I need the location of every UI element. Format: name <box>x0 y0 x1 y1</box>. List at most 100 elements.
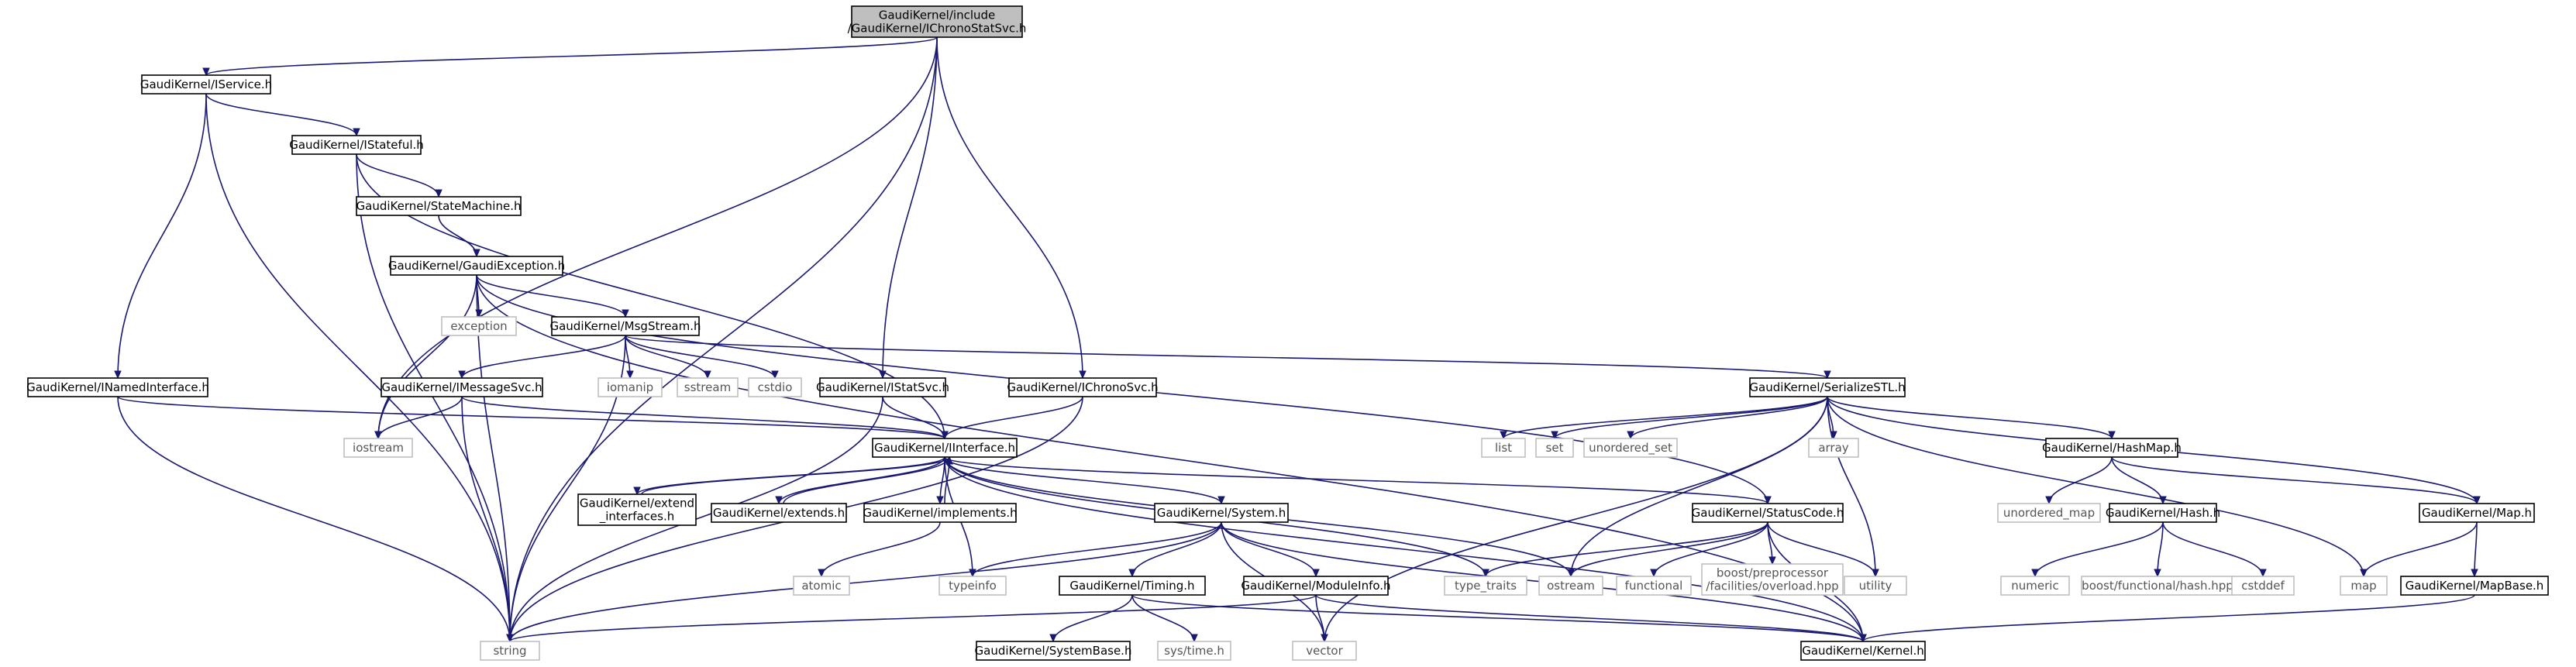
node-statuscode[interactable]: GaudiKernel/StatusCode.h <box>1692 503 1844 523</box>
arrowhead-msgstream-to-cstdio <box>771 370 779 380</box>
node-label-map_h-0: GaudiKernel/Map.h <box>2422 506 2532 520</box>
node-box-utility <box>1844 576 1907 596</box>
edge-mapbase-to-kernel <box>1862 594 2475 642</box>
node-label-typeinfo-0: typeinfo <box>949 579 997 593</box>
node-box-kernel <box>1800 641 1926 661</box>
node-mapbase[interactable]: GaudiKernel/MapBase.h <box>2400 576 2549 596</box>
edge-ichronosvc-to-iinterface <box>944 396 1083 439</box>
node-box-istatsvc <box>819 377 946 397</box>
node-functional: functional <box>1616 576 1692 596</box>
node-map_h[interactable]: GaudiKernel/Map.h <box>2419 503 2535 523</box>
node-box-map <box>2340 576 2388 596</box>
edge-root-to-istatsvc <box>882 36 938 379</box>
node-label-serializestl-0: GaudiKernel/SerializeSTL.h <box>1749 380 1905 394</box>
node-box-sstream <box>677 377 739 397</box>
node-timing[interactable]: GaudiKernel/Timing.h <box>1059 576 1206 596</box>
node-label-moduleinfo-0: GaudiKernel/ModuleInfo.h <box>1241 579 1390 593</box>
node-serializestl[interactable]: GaudiKernel/SerializeSTL.h <box>1749 377 1906 397</box>
node-label-unordered_map-0: unordered_map <box>2003 506 2095 521</box>
node-box-unordered_map <box>1997 503 2101 523</box>
arrowhead-hashmap-to-map_h <box>2473 496 2481 505</box>
node-implements[interactable]: GaudiKernel/implements.h <box>863 503 1018 523</box>
node-boost_overload: boost/preprocessor/facilities/overload.h… <box>1701 563 1844 596</box>
node-gaudiexception[interactable]: GaudiKernel/GaudiException.h <box>388 256 565 276</box>
arrowhead-iinterface-to-statuscode <box>1764 496 1772 505</box>
edge-system-to-timing <box>1131 521 1222 577</box>
node-system[interactable]: GaudiKernel/System.h <box>1154 503 1289 523</box>
node-ichronosvc[interactable]: GaudiKernel/IChronoSvc.h <box>1007 377 1159 397</box>
node-string: string <box>480 641 540 661</box>
node-label-cstdio-0: cstdio <box>758 380 793 394</box>
node-box-string <box>480 641 540 661</box>
arrowhead-implements-to-atomic <box>818 569 825 578</box>
node-box-hashmap <box>2045 438 2178 458</box>
node-extend_interfaces[interactable]: GaudiKernel/extend_interfaces.h <box>577 493 697 526</box>
edge-timing-to-systembase <box>1052 594 1133 642</box>
arrowhead-statuscode-to-type_traits <box>1482 569 1489 578</box>
node-inamedinterface[interactable]: GaudiKernel/INamedInterface.h <box>26 377 209 397</box>
arrowhead-root-to-iservice <box>202 67 210 77</box>
node-hash[interactable]: GaudiKernel/Hash.h <box>2106 503 2220 523</box>
node-box-type_traits <box>1444 576 1527 596</box>
dependency-edges <box>114 36 2481 643</box>
node-istateful[interactable]: GaudiKernel/IStateful.h <box>289 135 424 155</box>
node-iinterface[interactable]: GaudiKernel/IInterface.h <box>872 438 1018 458</box>
node-box-atomic <box>793 576 850 596</box>
arrowhead-statemachine-to-gaudiexception <box>473 249 480 258</box>
edge-iinterface-to-system <box>944 456 1222 504</box>
node-label-systembase-0: GaudiKernel/SystemBase.h <box>975 644 1132 658</box>
node-moduleinfo[interactable]: GaudiKernel/ModuleInfo.h <box>1241 576 1391 596</box>
node-imessagesvc[interactable]: GaudiKernel/IMessageSvc.h <box>381 377 543 397</box>
arrowhead-serializestl-to-set <box>1551 431 1558 440</box>
node-box-unordered_set <box>1583 438 1678 458</box>
node-istatsvc[interactable]: GaudiKernel/IStatSvc.h <box>816 377 949 397</box>
node-kernel[interactable]: GaudiKernel/Kernel.h <box>1800 641 1926 661</box>
node-label-sys_time-0: sys/time.h <box>1164 644 1224 658</box>
node-label-array-0: array <box>1818 441 1848 455</box>
node-systembase[interactable]: GaudiKernel/SystemBase.h <box>975 641 1132 661</box>
node-extends[interactable]: GaudiKernel/extends.h <box>711 503 847 523</box>
node-unordered_map: unordered_map <box>1997 503 2101 523</box>
arrowhead-iservice-to-inamedinterface <box>114 370 122 380</box>
node-box-extend_interfaces <box>577 493 697 526</box>
arrowhead-iinterface-to-implements <box>936 496 944 505</box>
arrowhead-map_h-to-mapbase <box>2471 569 2478 578</box>
edge-iservice-to-inamedinterface <box>117 93 207 379</box>
node-iservice[interactable]: GaudiKernel/IService.h <box>140 74 272 95</box>
arrowhead-serializestl-to-unordered_set <box>1627 431 1634 440</box>
node-msgstream[interactable]: GaudiKernel/MsgStream.h <box>549 316 701 336</box>
node-unordered_set: unordered_set <box>1583 438 1678 458</box>
node-statemachine[interactable]: GaudiKernel/StateMachine.h <box>356 196 522 216</box>
node-cstdio: cstdio <box>748 377 802 397</box>
arrowhead-msgstream-to-sstream <box>704 370 711 380</box>
edge-root-to-iostream <box>377 36 938 439</box>
node-label-statuscode-0: GaudiKernel/StatusCode.h <box>1692 506 1844 520</box>
edge-gaudiexception-to-iostream <box>377 274 477 439</box>
node-box-timing <box>1059 576 1206 596</box>
edge-root-to-string <box>509 36 938 642</box>
edge-extends-to-iinterface <box>783 456 950 504</box>
node-label-msgstream-0: GaudiKernel/MsgStream.h <box>549 319 701 333</box>
arrowhead-map_h-to-map <box>2360 569 2368 578</box>
arrowhead-mapbase-to-kernel <box>1859 634 1867 643</box>
node-box-mapbase <box>2400 576 2549 596</box>
node-box-boost_hash <box>2081 576 2234 596</box>
node-box-gaudiexception <box>390 256 563 276</box>
edge-hashmap-to-map_h <box>2111 456 2478 504</box>
edge-serializestl-to-set <box>1554 396 1828 439</box>
node-box-iomanip <box>598 377 663 397</box>
node-box-ichronosvc <box>1008 377 1157 397</box>
edge-imessagesvc-to-string <box>461 396 511 642</box>
node-hashmap[interactable]: GaudiKernel/HashMap.h <box>2042 438 2182 458</box>
node-box-iostream <box>343 438 413 458</box>
node-label-iomanip-0: iomanip <box>607 380 653 394</box>
node-numeric: numeric <box>2000 576 2070 596</box>
arrowhead-serializestl-to-list <box>1500 431 1507 440</box>
edge-msgstream-to-cstdio <box>625 335 776 379</box>
node-label-hashmap-0: GaudiKernel/HashMap.h <box>2042 441 2182 455</box>
arrowhead-iinterface-to-extends <box>775 496 783 505</box>
node-box-set <box>1535 438 1574 458</box>
edge-inamedinterface-to-string <box>117 396 511 642</box>
arrowhead-root-to-ichronosvc <box>1079 370 1087 380</box>
edge-msgstream-to-serializestl <box>625 335 1828 379</box>
